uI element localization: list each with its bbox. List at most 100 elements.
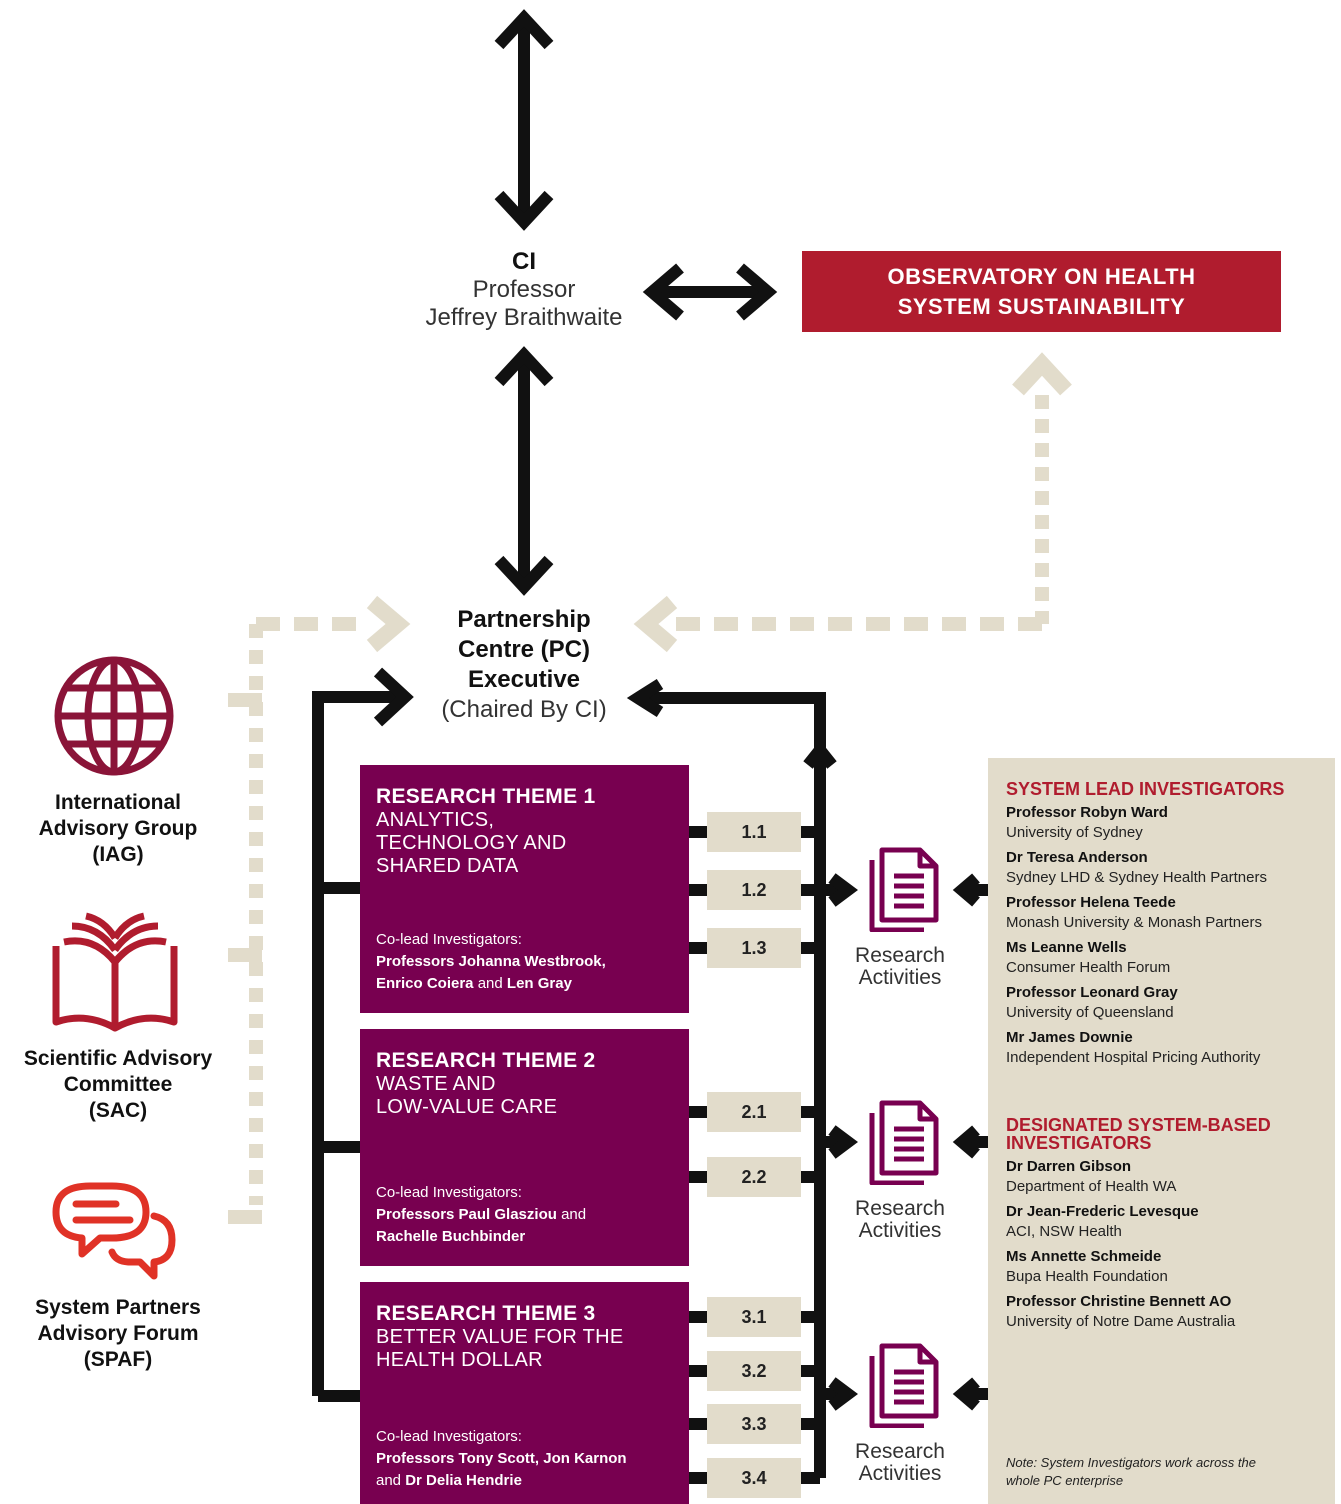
pc-node: Partnership Centre (PC) Executive (Chair… [404, 605, 644, 725]
system-leads-list: Professor Robyn Ward University of Sydne… [1006, 803, 1317, 1068]
sac-line2: Committee [63, 1073, 173, 1096]
system-leads-title: SYSTEM LEAD INVESTIGATORS [1006, 779, 1285, 799]
footnote-line1: Note: System Investigators work across t… [1006, 1455, 1256, 1470]
advisory-spaf: System Partners Advisory Forum (SPAF) [0, 1295, 236, 1373]
sac-line3: (SAC) [88, 1099, 148, 1122]
theme-3-title: RESEARCH THEME 3 [376, 1302, 596, 1325]
person-org: Sydney LHD & Sydney Health Partners [1006, 869, 1267, 886]
theme-3-coleads: Co-lead Investigators: Professors Tony S… [376, 1426, 627, 1492]
observatory-box: OBSERVATORY ON HEALTH SYSTEM SUSTAINABIL… [802, 251, 1281, 332]
research-activities-1: Research Activities [838, 945, 962, 989]
theme-2-sub1: WASTE AND [376, 1073, 496, 1095]
person-name: Ms Leanne Wells [1006, 939, 1127, 956]
theme-1-colead-b: Enrico Coiera [376, 975, 474, 992]
document-icon [869, 1343, 939, 1428]
research-activities-3-line1: Research [855, 1440, 945, 1463]
theme-2-colead-b: Rachelle Buchbinder [376, 1228, 526, 1245]
ci-node: CI Professor Jeffrey Braithwaite [404, 248, 644, 332]
theme-3-colead-b: Dr Delia Hendrie [405, 1472, 522, 1489]
theme-1-coleads: Co-lead Investigators: Professors Johann… [376, 929, 606, 995]
theme-1-sub3: SHARED DATA [376, 855, 519, 877]
advisory-sac: Scientific Advisory Committee (SAC) [0, 1046, 236, 1124]
list-item: Professor Leonard Gray University of Que… [1006, 983, 1317, 1023]
advisory-iag: International Advisory Group (IAG) [0, 790, 236, 868]
person-name: Mr James Downie [1006, 1029, 1133, 1046]
theme-1-colead-c: Len Gray [506, 975, 572, 992]
sac-line1: Scientific Advisory [23, 1047, 213, 1070]
person-org: Bupa Health Foundation [1006, 1268, 1168, 1285]
theme-1-colead-a: Professors Johanna Westbrook, [376, 953, 606, 970]
research-theme-2: RESEARCH THEME 2 WASTE AND LOW-VALUE CAR… [360, 1029, 689, 1266]
designated-title-2: INVESTIGATORS [1006, 1133, 1152, 1153]
person-name: Dr Darren Gibson [1006, 1158, 1132, 1175]
ci-role: Professor [472, 276, 576, 303]
theme-2-colead-and: and [556, 1206, 587, 1223]
project-box-1-1: 1.1 [707, 812, 801, 852]
spaf-line3: (SPAF) [83, 1348, 153, 1371]
pc-line2: Centre (PC) [457, 636, 590, 663]
project-box-1-3: 1.3 [707, 928, 801, 968]
research-activities-2-line2: Activities [858, 1219, 942, 1242]
list-item: Dr Darren Gibson Department of Health WA [1006, 1157, 1317, 1197]
project-box-2-1: 2.1 [707, 1092, 801, 1132]
observatory-line1: OBSERVATORY ON HEALTH [887, 263, 1196, 289]
ci-name: Jeffrey Braithwaite [425, 304, 623, 331]
theme-2-coleads: Co-lead Investigators: Professors Paul G… [376, 1182, 586, 1248]
person-org: Department of Health WA [1006, 1178, 1177, 1195]
document-icon [869, 1100, 939, 1185]
person-name: Professor Leonard Gray [1006, 984, 1178, 1001]
theme-3-sub2: HEALTH DOLLAR [376, 1349, 543, 1371]
person-org: Monash University & Monash Partners [1006, 914, 1262, 931]
person-org: Independent Hospital Pricing Authority [1006, 1049, 1261, 1066]
person-org: University of Sydney [1006, 824, 1143, 841]
theme-2-sub2: LOW-VALUE CARE [376, 1096, 558, 1118]
research-activities-1-line2: Activities [858, 966, 942, 989]
investigators-panel: SYSTEM LEAD INVESTIGATORS Professor Roby… [988, 758, 1335, 1504]
pc-line1: Partnership [457, 606, 591, 633]
list-item: Professor Christine Bennett AO Universit… [1006, 1292, 1317, 1332]
research-activities-2-line1: Research [855, 1197, 945, 1220]
person-org: ACI, NSW Health [1006, 1223, 1122, 1240]
theme-1-title: RESEARCH THEME 1 [376, 785, 596, 808]
person-name: Professor Robyn Ward [1006, 804, 1168, 821]
research-activities-1-line1: Research [855, 944, 945, 967]
theme-1-colead-label: Co-lead Investigators: [376, 931, 522, 948]
pc-line3: Executive [467, 666, 581, 693]
designated-section: DESIGNATED SYSTEM-BASED INVESTIGATORS Dr… [1006, 1116, 1317, 1332]
project-box-2-2: 2.2 [707, 1157, 801, 1197]
spaf-line1: System Partners [35, 1296, 201, 1319]
project-box-3-1: 3.1 [707, 1297, 801, 1337]
person-name: Professor Helena Teede [1006, 894, 1176, 911]
theme-2-colead-a: Professors Paul Glasziou [376, 1206, 557, 1223]
research-theme-3: RESEARCH THEME 3 BETTER VALUE FOR THE HE… [360, 1282, 689, 1504]
theme-3-sub1: BETTER VALUE FOR THE [376, 1326, 624, 1348]
list-item: Professor Helena Teede Monash University… [1006, 893, 1317, 933]
iag-line3: (IAG) [92, 843, 144, 866]
designated-title-1: DESIGNATED SYSTEM-BASED [1006, 1115, 1271, 1135]
theme-3-colead-pre: and [376, 1472, 406, 1489]
person-name: Dr Jean-Frederic Levesque [1006, 1203, 1199, 1220]
theme-2-title: RESEARCH THEME 2 [376, 1049, 596, 1072]
theme-1-sub1: ANALYTICS, [376, 809, 495, 831]
iag-line2: Advisory Group [38, 817, 198, 840]
ci-title: CI [512, 248, 536, 275]
globe-icon [54, 656, 174, 776]
project-box-3-4: 3.4 [707, 1458, 801, 1498]
document-icon [869, 847, 939, 932]
theme-1-colead-and: and [473, 975, 507, 992]
theme-1-sub2: TECHNOLOGY AND [376, 832, 567, 854]
project-box-1-2: 1.2 [707, 870, 801, 910]
person-org: Consumer Health Forum [1006, 959, 1171, 976]
research-activities-2: Research Activities [838, 1198, 962, 1242]
chat-icon [52, 1182, 176, 1280]
person-name: Professor Christine Bennett AO [1006, 1293, 1232, 1310]
list-item: Professor Robyn Ward University of Sydne… [1006, 803, 1317, 843]
person-org: University of Queensland [1006, 1004, 1174, 1021]
theme-3-colead-a: Professors Tony Scott, Jon Karnon [376, 1450, 627, 1467]
iag-line1: International [54, 791, 181, 814]
project-box-3-2: 3.2 [707, 1351, 801, 1391]
list-item: Mr James Downie Independent Hospital Pri… [1006, 1028, 1317, 1068]
research-theme-1: RESEARCH THEME 1 ANALYTICS, TECHNOLOGY A… [360, 765, 689, 1013]
observatory-line2: SYSTEM SUSTAINABILITY [897, 293, 1186, 319]
